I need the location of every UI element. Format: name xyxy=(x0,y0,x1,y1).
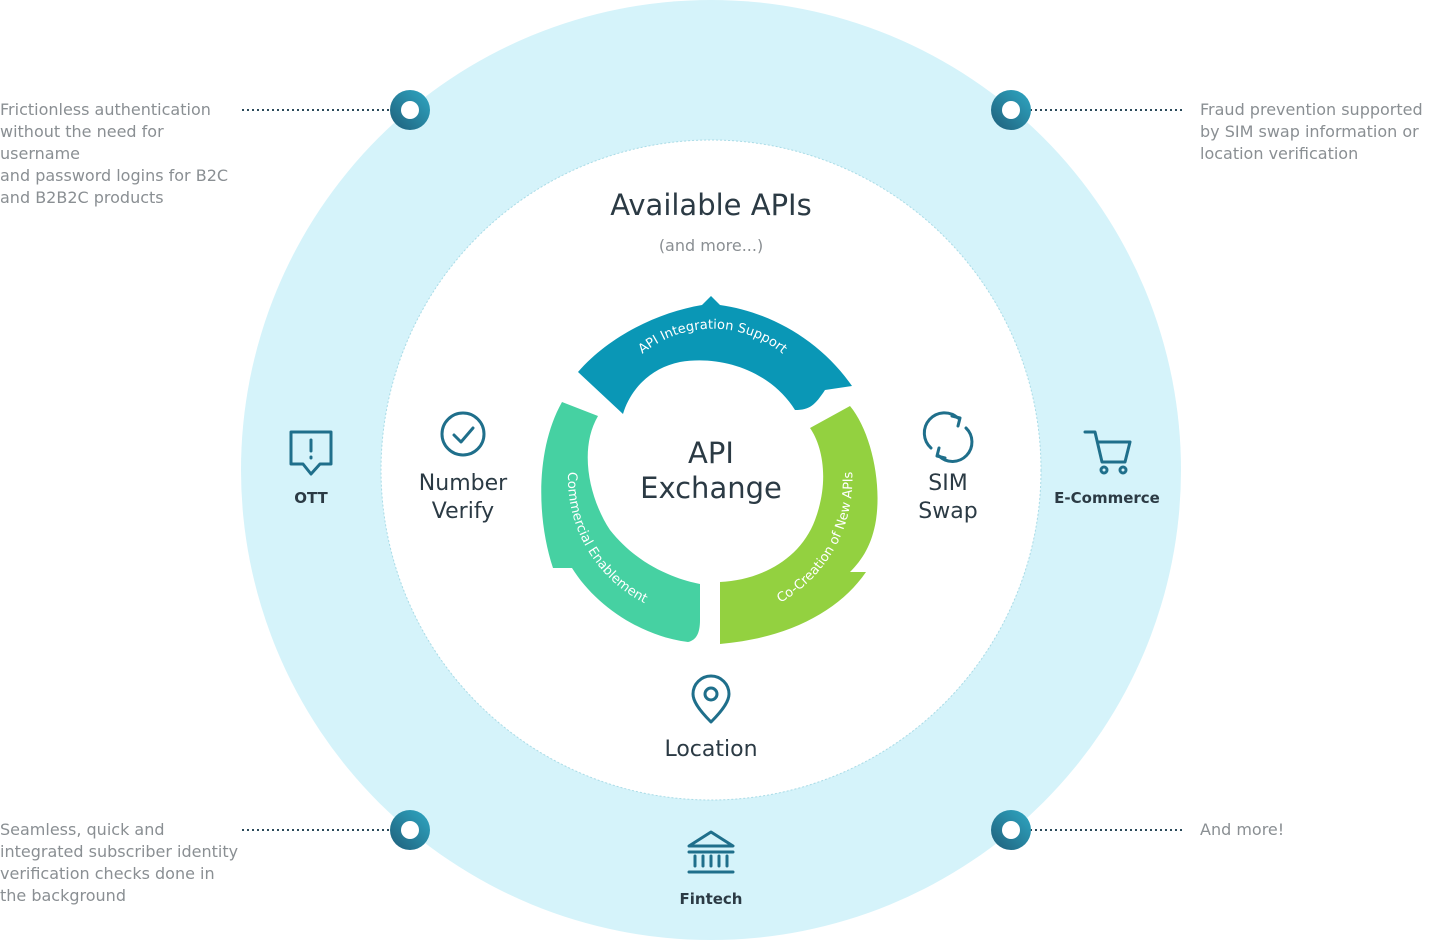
center-label-line2: Exchange xyxy=(640,471,782,505)
note-bottom-left: Seamless, quick and integrated subscribe… xyxy=(0,820,239,905)
bank-icon xyxy=(687,830,735,874)
inner-circle xyxy=(380,139,1042,801)
node-bottom-left[interactable] xyxy=(390,810,430,850)
category-ecommerce[interactable]: E-Commerce xyxy=(1054,489,1160,507)
cycle-segment-integration xyxy=(578,296,852,414)
cycle-segment-cocreation xyxy=(720,406,878,644)
center-label: API Exchange xyxy=(611,436,811,506)
note-top-left: Frictionless authentication without the … xyxy=(0,100,229,207)
check-circle-icon xyxy=(440,411,486,457)
category-ott[interactable]: OTT xyxy=(294,489,328,507)
node-top-right[interactable] xyxy=(991,90,1031,130)
diagram-subtitle: (and more...) xyxy=(658,236,764,255)
note-bottom-right: And more! xyxy=(1200,820,1285,839)
api-number-verify-line1: Number xyxy=(418,471,508,496)
note-top-right: Fraud prevention supported by SIM swap i… xyxy=(1200,100,1423,163)
chat-alert-icon xyxy=(289,430,333,476)
node-top-left[interactable] xyxy=(390,90,430,130)
api-sim-swap-line2: Swap xyxy=(918,499,978,524)
api-number-verify-line2: Verify xyxy=(431,499,495,524)
api-number-verify[interactable]: Number Verify xyxy=(392,470,534,526)
refresh-icon xyxy=(922,411,974,463)
cycle-segment-commercial xyxy=(541,402,700,642)
map-pin-icon xyxy=(691,674,731,724)
cart-icon xyxy=(1083,430,1132,475)
category-fintech[interactable]: Fintech xyxy=(679,890,743,908)
api-sim-swap[interactable]: SIM Swap xyxy=(898,470,998,526)
api-sim-swap-line1: SIM xyxy=(928,471,968,496)
diagram-title: Available APIs xyxy=(610,188,812,222)
center-label-line1: API xyxy=(688,436,734,470)
api-location[interactable]: Location xyxy=(664,737,758,762)
node-bottom-right[interactable] xyxy=(991,810,1031,850)
